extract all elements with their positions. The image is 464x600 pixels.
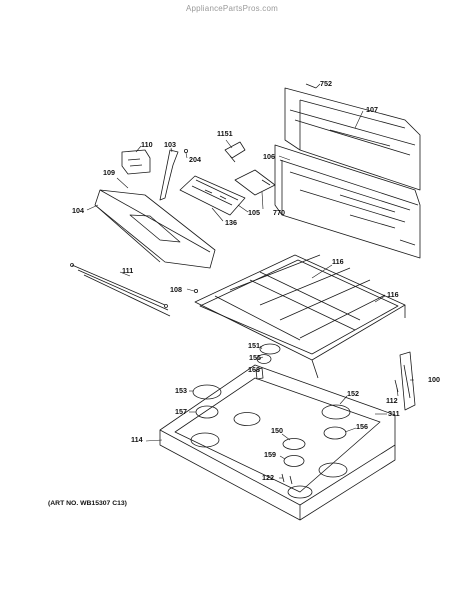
callout-159: 159 xyxy=(264,450,276,459)
leader-lines xyxy=(86,83,414,479)
side-trim-100 xyxy=(399,351,416,411)
burner-head-155 xyxy=(256,354,272,364)
callout-100: 100 xyxy=(428,375,440,384)
callout-136: 136 xyxy=(225,218,237,227)
rear-panel-106 xyxy=(274,144,421,259)
callout-112: 112 xyxy=(386,396,398,405)
cooktop-burner-rear-left xyxy=(233,412,261,426)
callout-311: 311 xyxy=(388,409,400,418)
callout-152: 152 xyxy=(347,389,359,398)
burner-cap-152 xyxy=(321,404,351,420)
callout-204: 204 xyxy=(189,155,201,164)
screw-204 xyxy=(183,148,188,153)
callout-155: 155 xyxy=(249,353,261,362)
watermark-text: AppliancePartsPros.com xyxy=(186,4,278,13)
callout-752: 752 xyxy=(320,79,332,88)
screw-108 xyxy=(193,288,198,293)
callout-150: 150 xyxy=(271,426,283,435)
burner-head-157 xyxy=(195,405,219,419)
cooktop-burner-front-left xyxy=(190,432,220,448)
callout-104: 104 xyxy=(72,206,84,215)
callout-108: 108 xyxy=(170,285,182,294)
clip-1151 xyxy=(224,141,246,163)
burner-cap-153 xyxy=(192,384,222,400)
callout-122: 122 xyxy=(262,473,274,482)
wire-harness-111 xyxy=(70,263,171,317)
callout-111: 111 xyxy=(122,266,134,275)
callout-103: 103 xyxy=(164,140,176,149)
callout-156: 156 xyxy=(356,422,368,431)
callout-116-upper: 116 xyxy=(332,257,344,266)
burner-grates-116 xyxy=(194,254,406,379)
callout-157: 157 xyxy=(175,407,187,416)
burner-head-159 xyxy=(283,455,305,467)
screws-122 xyxy=(281,473,293,485)
callout-107: 107 xyxy=(366,105,378,114)
cooktop-burner-center xyxy=(287,485,313,499)
igniter-168 xyxy=(255,367,264,380)
cooktop-burner-front-right xyxy=(318,462,348,478)
burner-cap-150 xyxy=(282,438,306,450)
callout-110: 110 xyxy=(141,140,153,149)
callout-109: 109 xyxy=(103,168,115,177)
wire-103 xyxy=(159,149,179,201)
callout-116-lower: 116 xyxy=(387,290,399,299)
art-number: (ART NO. WB15307 C13) xyxy=(48,500,127,507)
backsplash-panel-107 xyxy=(284,87,421,191)
control-board-136 xyxy=(179,175,246,216)
callout-1151: 1151 xyxy=(217,129,233,138)
burner-cap-151 xyxy=(259,343,281,355)
screw-752 xyxy=(305,83,317,89)
burner-head-156 xyxy=(323,426,347,440)
cooktop-114 xyxy=(159,364,396,521)
callout-106: 106 xyxy=(263,152,275,161)
callout-105: 105 xyxy=(248,208,260,217)
part-770 xyxy=(234,169,276,196)
callout-153: 153 xyxy=(175,386,187,395)
callout-114: 114 xyxy=(131,435,143,444)
callout-770: 770 xyxy=(273,208,285,217)
callout-151: 151 xyxy=(248,341,260,350)
callout-168: 168 xyxy=(248,365,260,374)
control-panel-104 xyxy=(94,189,216,269)
bracket-110 xyxy=(121,149,151,175)
